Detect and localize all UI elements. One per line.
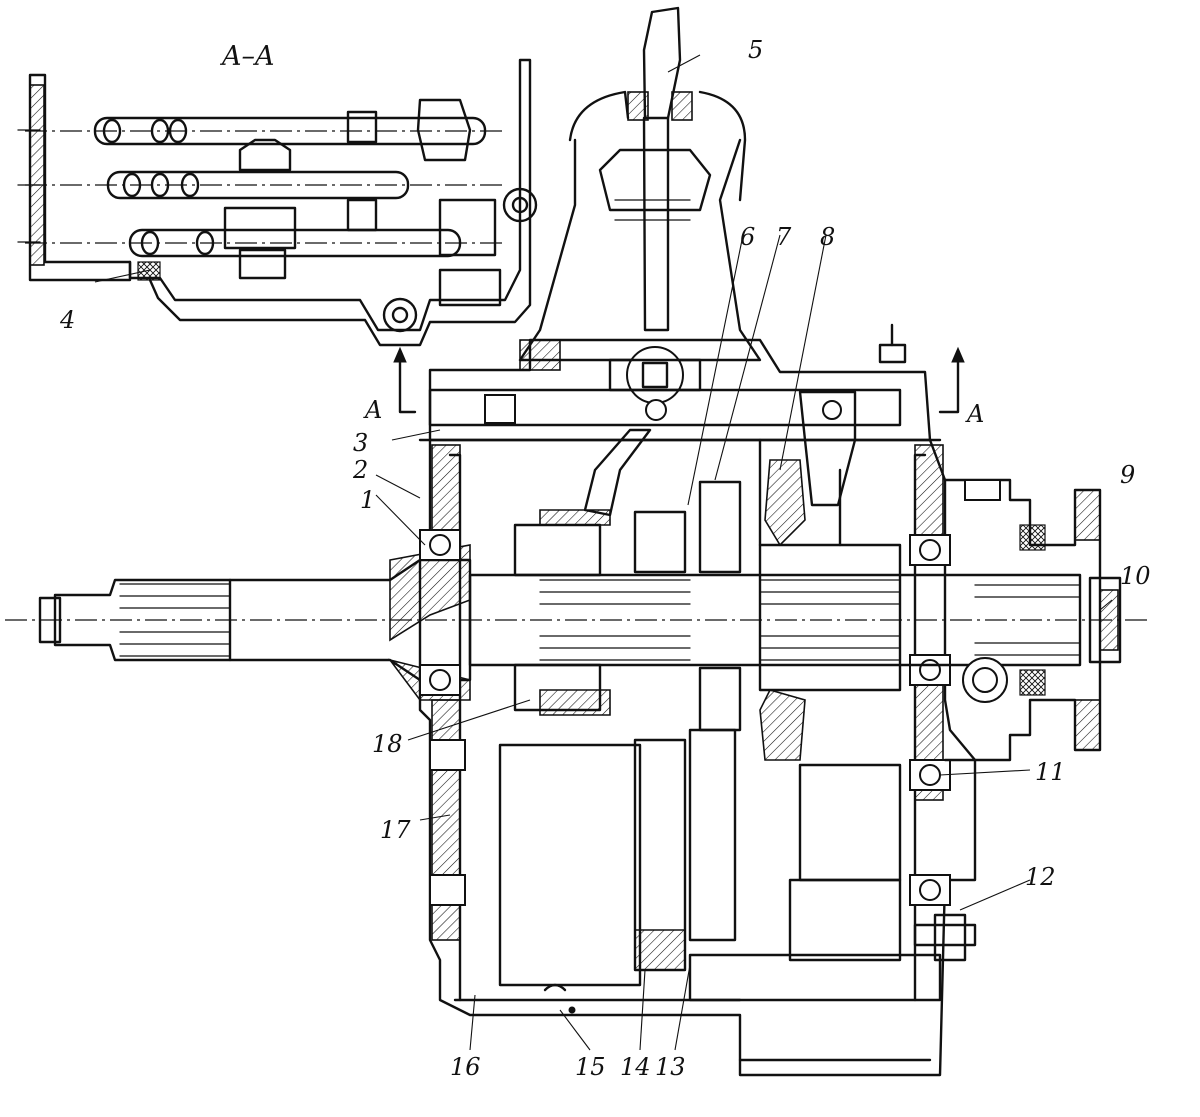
callout-12: 12 — [1025, 863, 1056, 891]
gearbox-main-section — [5, 6, 1150, 1077]
callout-9: 9 — [1120, 461, 1135, 489]
callout-14: 14 — [620, 1053, 651, 1081]
section-a-a-view: A–A — [17, 41, 538, 347]
callout-11: 11 — [1035, 758, 1066, 786]
callout-labels: 1 2 3 4 5 6 7 8 9 10 11 12 13 14 15 16 1… — [59, 36, 1151, 1081]
callout-15: 15 — [575, 1053, 606, 1081]
callout-2: 2 — [352, 456, 368, 484]
callout-leaders — [94, 54, 1113, 1051]
callout-1: 1 — [360, 486, 375, 514]
callout-5: 5 — [748, 36, 763, 64]
callout-16: 16 — [450, 1053, 481, 1081]
callout-6: 6 — [740, 223, 755, 251]
callout-8: 8 — [820, 223, 835, 251]
section-title: A–A — [219, 41, 275, 72]
callout-17: 17 — [380, 816, 411, 844]
callout-3: 3 — [353, 429, 368, 457]
cut-mark-left: A — [363, 396, 382, 424]
callout-18: 18 — [372, 730, 403, 758]
cut-mark-right: A — [965, 400, 984, 428]
callout-10: 10 — [1120, 562, 1151, 590]
callout-7: 7 — [776, 223, 792, 251]
callout-13: 13 — [655, 1053, 686, 1081]
callout-4: 4 — [59, 306, 75, 334]
